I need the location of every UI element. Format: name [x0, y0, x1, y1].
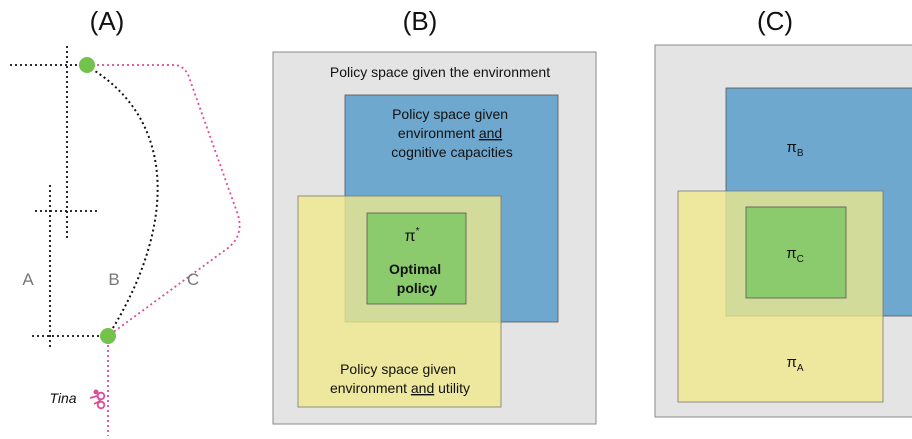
panel-c: (C) πB πC πA [654, 6, 912, 418]
utility-label-line-2: environment [330, 380, 411, 396]
path-label-c: C [187, 270, 199, 289]
coordinate-lines [10, 46, 107, 350]
cognitive-label-and: and [479, 125, 502, 141]
panel-a: (A) A B C Tina [10, 6, 241, 436]
pi-c-region [745, 206, 847, 299]
utility-label-and: and [411, 380, 434, 396]
optimal-label-line-2: policy [397, 280, 438, 296]
pi-a-subscript: A [797, 363, 804, 374]
optimal-policy-box [366, 212, 467, 305]
path-label-b: B [108, 270, 119, 289]
panel-c-heading: (C) [757, 6, 793, 36]
pi-c-subscript: C [797, 254, 804, 265]
agent-name: Tina [49, 390, 76, 406]
pi-c-symbol: π [786, 245, 796, 262]
optimal-star: * [416, 226, 420, 237]
environment-policy-label: Policy space given the environment [330, 64, 550, 80]
optimal-pi: π [405, 228, 416, 245]
start-node [79, 57, 95, 73]
optimal-label-line-1: Optimal [389, 261, 441, 277]
pi-a-symbol: π [786, 354, 796, 371]
panel-b: (B) Policy space given the environment P… [272, 6, 597, 425]
cognitive-label-line-2: environment [398, 125, 479, 141]
cognitive-policy-label: Policy space given environment and cogni… [391, 106, 512, 160]
cognitive-label-line-3: cognitive capacities [391, 144, 512, 160]
path-label-a: A [22, 270, 34, 289]
pi-b-symbol: π [786, 139, 796, 156]
cyclist-icon [89, 389, 106, 410]
pi-a-label: πA [786, 354, 803, 374]
utility-policy-label: Policy space given environment and utili… [330, 361, 470, 396]
cognitive-label-space [502, 125, 506, 141]
pi-b-label: πB [786, 139, 803, 159]
optimal-policy-label: Optimal policy [389, 261, 445, 296]
utility-label-line-1: Policy space given [340, 361, 456, 377]
path-b-curve [86, 65, 159, 337]
goal-node [100, 328, 116, 344]
optimal-policy-symbol: π* [405, 226, 420, 245]
utility-label-tail: utility [434, 380, 470, 396]
panel-b-heading: (B) [403, 6, 438, 36]
panel-a-heading: (A) [90, 6, 125, 36]
path-c-curve [87, 64, 241, 337]
cognitive-label-line-1: Policy space given [392, 106, 508, 122]
pi-b-subscript: B [797, 148, 804, 159]
pi-c-label: πC [786, 245, 804, 265]
